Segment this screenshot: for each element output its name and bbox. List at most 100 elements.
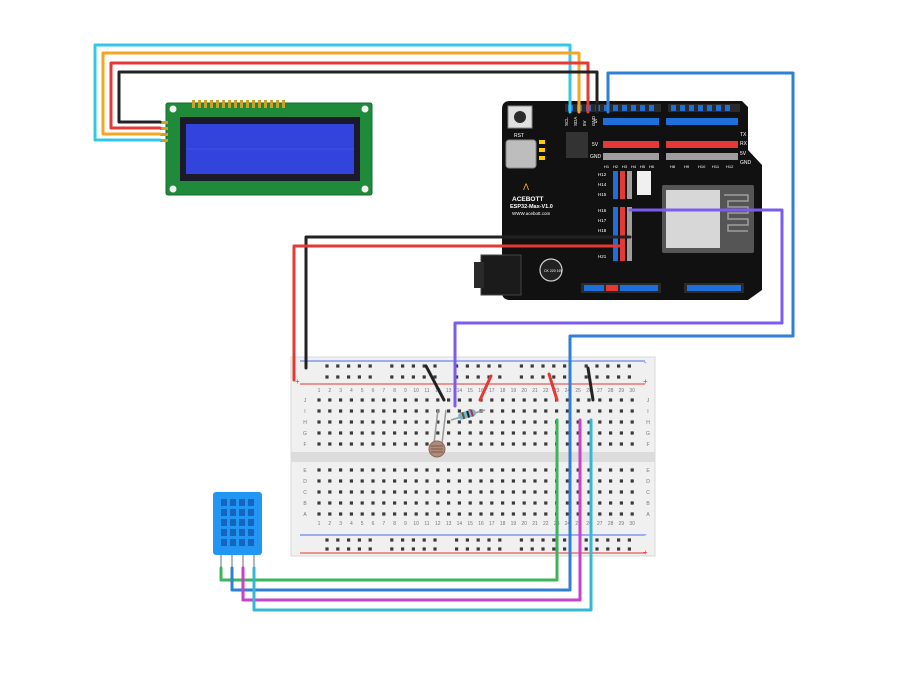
- breadboard-hole: [414, 468, 418, 472]
- breadboard-hole: [368, 375, 372, 379]
- breadboard-hole: [368, 538, 372, 542]
- breadboard-hole: [401, 375, 405, 379]
- breadboard: + + - + - 112233445566778899101011111212…: [290, 356, 656, 557]
- breadboard-hole: [436, 431, 440, 435]
- column-number: 19: [511, 521, 517, 527]
- pin-rows: S 5V GND TX RX 5V GND: [590, 118, 752, 166]
- wire-blue-sensor: [230, 418, 572, 592]
- breadboard-hole: [436, 512, 440, 516]
- row-letter: H: [303, 420, 307, 426]
- breadboard-hole: [598, 409, 602, 413]
- breadboard-hole: [609, 490, 613, 494]
- breadboard-hole: [619, 420, 623, 424]
- row-letter: B: [303, 501, 307, 507]
- breadboard-hole: [457, 490, 461, 494]
- row-letter: I: [304, 409, 305, 415]
- breadboard-hole: [619, 409, 623, 413]
- rst-button-cap[interactable]: [514, 111, 526, 123]
- sensor-grille-slot: [230, 519, 236, 526]
- breadboard-channel: [291, 452, 655, 462]
- breadboard-hole: [490, 398, 494, 402]
- breadboard-hole: [414, 420, 418, 424]
- breadboard-hole: [336, 375, 340, 379]
- breadboard-hole: [393, 442, 397, 446]
- breadboard-hole: [522, 409, 526, 413]
- breadboard-hole: [479, 431, 483, 435]
- breadboard-hole: [360, 409, 364, 413]
- breadboard-hole: [433, 364, 437, 368]
- column-number: 7: [382, 521, 385, 527]
- breadboard-hole: [609, 431, 613, 435]
- column-number: 18: [500, 388, 506, 394]
- jumper-black: [424, 364, 446, 402]
- breadboard-hole: [414, 431, 418, 435]
- column-number: 22: [543, 388, 549, 394]
- breadboard-hole: [479, 490, 483, 494]
- breadboard-hole: [606, 364, 610, 368]
- sensor-grille-slot: [230, 499, 236, 506]
- breadboard-hole: [598, 442, 602, 446]
- breadboard-hole: [317, 431, 321, 435]
- breadboard-hole: [544, 442, 548, 446]
- breadboard-hole: [328, 490, 332, 494]
- column-number: 13: [446, 521, 452, 527]
- breadboard-hole: [339, 479, 343, 483]
- jumper-black: [586, 366, 595, 402]
- breadboard-hole: [587, 479, 591, 483]
- breadboard-hole: [457, 512, 461, 516]
- breadboard-hole: [328, 431, 332, 435]
- breadboard-hole: [498, 538, 502, 542]
- breadboard-hole: [414, 501, 418, 505]
- breadboard-hole: [476, 364, 480, 368]
- breadboard-hole: [619, 512, 623, 516]
- breadboard-hole: [468, 479, 472, 483]
- breadboard-hole: [317, 442, 321, 446]
- breadboard-hole: [382, 501, 386, 505]
- breadboard-hole: [339, 398, 343, 402]
- breadboard-hole: [487, 547, 491, 551]
- breadboard-hole: [630, 479, 634, 483]
- breadboard-hole: [522, 431, 526, 435]
- breadboard-hole: [584, 364, 588, 368]
- breadboard-hole: [511, 442, 515, 446]
- breadboard-hole: [501, 398, 505, 402]
- breadboard-hole: [501, 501, 505, 505]
- io-label: H21: [598, 254, 607, 259]
- breadboard-hole: [501, 431, 505, 435]
- sensor-grille-slot: [221, 499, 227, 506]
- breadboard-hole: [422, 364, 426, 368]
- breadboard-hole: [552, 364, 556, 368]
- breadboard-hole: [339, 501, 343, 505]
- breadboard-hole: [382, 442, 386, 446]
- wire-magenta-sensor: [241, 418, 582, 602]
- breadboard-hole: [598, 512, 602, 516]
- io-label: H18: [598, 228, 607, 233]
- column-number: 17: [489, 388, 495, 394]
- breadboard-hole: [349, 398, 353, 402]
- rail-minus-top: -: [644, 358, 647, 367]
- breadboard-hole: [393, 490, 397, 494]
- breadboard-hole: [533, 409, 537, 413]
- board-url: WWW.acebott.com: [512, 211, 551, 216]
- breadboard-hole: [325, 375, 329, 379]
- sensor-grille-slot: [239, 519, 245, 526]
- breadboard-hole: [530, 538, 534, 542]
- header-label-scl: SCL: [564, 117, 569, 126]
- breadboard-hole: [563, 375, 567, 379]
- breadboard-hole: [627, 547, 631, 551]
- breadboard-hole: [511, 512, 515, 516]
- breadboard-hole: [522, 512, 526, 516]
- breadboard-hole: [544, 468, 548, 472]
- wire-teal-sensor: [252, 418, 593, 612]
- breadboard-hole: [457, 501, 461, 505]
- column-number: 27: [597, 521, 603, 527]
- breadboard-hole: [479, 501, 483, 505]
- antenna: [724, 194, 749, 232]
- breadboard-hole: [587, 409, 591, 413]
- row-letter: G: [303, 431, 307, 437]
- breadboard-hole: [328, 512, 332, 516]
- column-number: 24: [565, 388, 571, 394]
- board-brand: ACEBOTT: [512, 196, 543, 203]
- breadboard-hole: [619, 501, 623, 505]
- breadboard-hole: [619, 398, 623, 402]
